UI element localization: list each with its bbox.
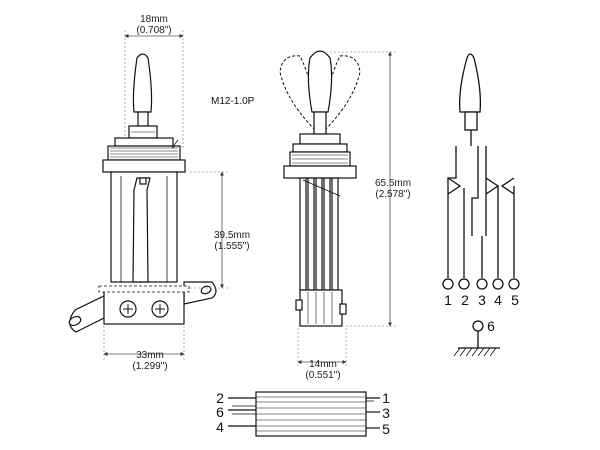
side-frame-top xyxy=(283,165,357,179)
bottom-right-label-mid: 3 xyxy=(382,405,390,421)
top-width-mm: 18mm xyxy=(140,14,168,25)
model-label: M12-1.0P xyxy=(211,96,255,107)
contact-5 xyxy=(500,177,515,195)
pin-label-5: 5 xyxy=(511,292,519,308)
schematic-lever xyxy=(459,53,482,113)
schematic xyxy=(442,53,520,357)
bottom-width-in: (1.299") xyxy=(132,361,167,372)
pin-label-3: 3 xyxy=(478,292,486,308)
side-base-block xyxy=(299,289,343,327)
left-mounting-ear xyxy=(69,295,105,333)
total-height-in: (2.578") xyxy=(375,189,410,200)
bottom-left-label-bottom: 4 xyxy=(216,419,224,435)
pin-4-terminal xyxy=(492,278,504,290)
pin-6-terminal xyxy=(472,320,484,332)
pin-3-terminal xyxy=(476,278,488,290)
top-width-in: (0.708") xyxy=(136,25,171,36)
bottom-left-label-mid: 6 xyxy=(216,404,224,420)
pin-label-1: 1 xyxy=(444,292,452,308)
contact-1 xyxy=(447,177,462,195)
bottom-right-label-top: 1 xyxy=(382,390,390,406)
pin-label-2: 2 xyxy=(461,292,469,308)
front-view xyxy=(68,30,230,360)
base-width-mm: 14mm xyxy=(309,359,337,370)
pin-1-terminal xyxy=(442,278,454,290)
washer xyxy=(114,137,174,147)
lever-tip xyxy=(132,53,153,113)
switch-frame-top xyxy=(102,159,186,173)
lever-shaft xyxy=(137,111,149,127)
pin-2-terminal xyxy=(458,278,470,290)
base-width-in: (0.551") xyxy=(305,370,340,381)
body-height-mm: 39.5mm xyxy=(214,230,250,241)
side-nut xyxy=(299,133,341,145)
bottom-right-label-bottom: 5 xyxy=(382,421,390,437)
contact-4 xyxy=(485,177,500,195)
bottom-left-label-top: 2 xyxy=(216,390,224,406)
body-height-in: (1.555") xyxy=(214,241,249,252)
lever-center xyxy=(307,50,333,113)
actuator xyxy=(132,177,151,283)
total-height-mm: 65.5mm xyxy=(375,178,411,189)
pin-label-6: 6 xyxy=(487,318,495,334)
pin-label-4: 4 xyxy=(494,292,502,308)
side-view xyxy=(279,50,396,368)
bottom-width-mm: 33mm xyxy=(136,350,164,361)
right-mounting-ear xyxy=(183,281,217,305)
base-plate xyxy=(103,289,185,325)
pin-5-terminal xyxy=(508,278,520,290)
bottom-view xyxy=(228,391,380,437)
